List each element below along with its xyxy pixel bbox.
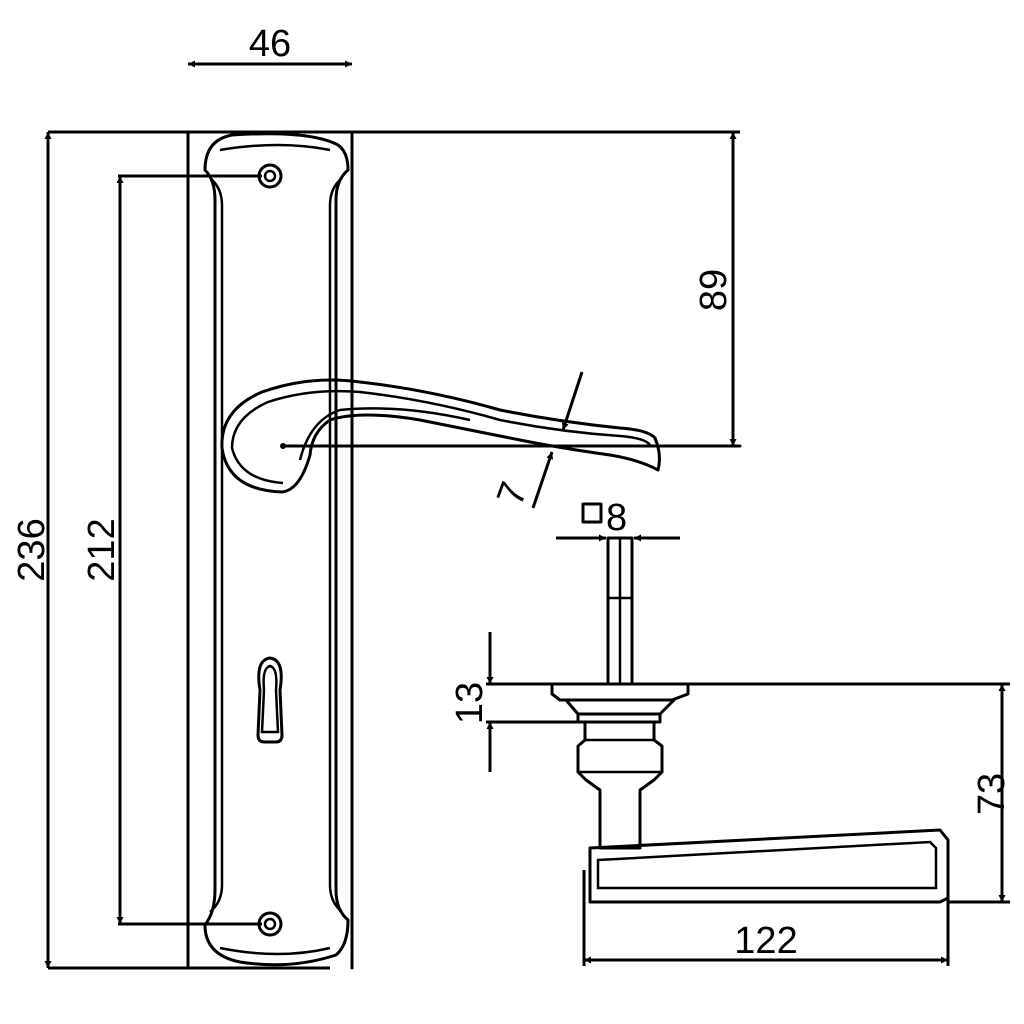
bottom-screw-hole [257, 911, 283, 937]
dimension-rose-height: 13 [449, 632, 578, 772]
dimension-plate-height: 236 [11, 130, 740, 970]
lever-outline-inner [230, 389, 652, 485]
backplate-front-view [186, 130, 354, 970]
handle-length-label: 122 [734, 920, 797, 962]
dimension-handle-length: 122 [582, 870, 950, 966]
neck [576, 720, 664, 850]
handle-projection-label: 73 [971, 773, 1013, 815]
dimension-spindle-size: 8 [556, 497, 680, 542]
lever-outline-outer [220, 378, 661, 494]
handle-thickness-label: 7 [489, 477, 536, 511]
hole-spacing-label: 212 [81, 518, 123, 581]
square-spindle-symbol [581, 502, 603, 524]
spindle-size-label: 8 [606, 497, 627, 539]
rose-height-label: 13 [449, 682, 491, 724]
dimension-plate-width: 46 [188, 23, 352, 68]
dimension-handle-projection: 73 [688, 682, 1013, 904]
top-screw-hole [257, 163, 283, 189]
plate-width-label: 46 [249, 23, 291, 65]
plate-height-label: 236 [11, 518, 53, 581]
lever-arm [588, 828, 950, 904]
backplate-outline [203, 132, 350, 967]
handle-height-label: 89 [693, 269, 735, 311]
dimension-handle-height: 89 [693, 132, 737, 446]
lever-handle-front-view [220, 378, 742, 494]
plate-extension-lines [186, 130, 354, 970]
backplate-bevel [209, 143, 343, 956]
rose [550, 682, 690, 724]
dimension-hole-spacing: 212 [81, 174, 262, 926]
lever-side-view [550, 536, 950, 904]
keyhole [256, 656, 284, 744]
